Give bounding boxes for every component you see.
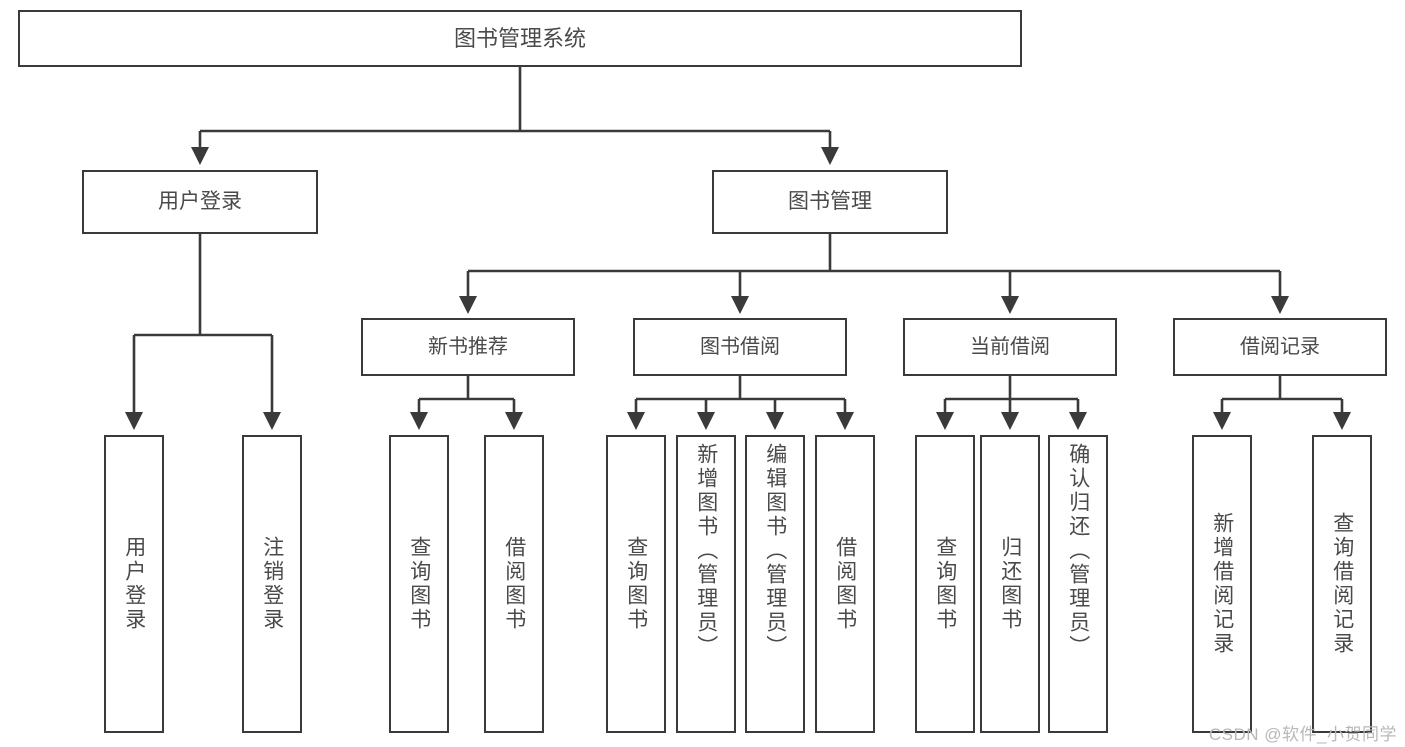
node-label: 用户登录: [122, 536, 146, 632]
node-label: 查询图书: [407, 536, 431, 632]
node-label: 图书借阅: [700, 335, 780, 358]
leaf-new-book-borrow-book[interactable]: 借阅图书: [484, 435, 544, 733]
node-label: 新增借阅记录: [1210, 512, 1234, 656]
node-label: 归还图书: [998, 536, 1022, 632]
node-current-borrowing[interactable]: 当前借阅: [903, 318, 1117, 376]
leaf-user-login-login[interactable]: 用户登录: [104, 435, 164, 733]
node-label: 确认归还（管理员）: [1066, 443, 1090, 659]
node-label: 当前借阅: [970, 335, 1050, 358]
node-user-login[interactable]: 用户登录: [82, 170, 318, 234]
leaf-user-login-logout[interactable]: 注销登录: [242, 435, 302, 733]
node-label: 新增图书（管理员）: [694, 443, 718, 659]
leaf-current-borrow-confirm-return-admin[interactable]: 确认归还（管理员）: [1048, 435, 1108, 733]
leaf-borrow-record-add-record[interactable]: 新增借阅记录: [1192, 435, 1252, 733]
node-label: 编辑图书（管理员）: [763, 443, 787, 659]
leaf-book-borrow-query-book[interactable]: 查询图书: [606, 435, 666, 733]
node-label: 查询图书: [933, 536, 957, 632]
leaf-current-borrow-return-book[interactable]: 归还图书: [980, 435, 1040, 733]
leaf-book-borrow-add-book-admin[interactable]: 新增图书（管理员）: [676, 435, 736, 733]
node-label: 查询图书: [624, 536, 648, 632]
node-new-book-recommendation[interactable]: 新书推荐: [361, 318, 575, 376]
leaf-new-book-query-book[interactable]: 查询图书: [389, 435, 449, 733]
node-label: 注销登录: [260, 536, 284, 632]
leaf-book-borrow-borrow-book[interactable]: 借阅图书: [815, 435, 875, 733]
node-label: 借阅记录: [1240, 335, 1320, 358]
csdn-watermark: CSDN @软件_小贺同学: [1208, 725, 1397, 744]
node-book-borrowing[interactable]: 图书借阅: [633, 318, 847, 376]
node-book-management-system[interactable]: 图书管理系统: [18, 10, 1022, 67]
node-book-management[interactable]: 图书管理: [712, 170, 948, 234]
node-label: 图书管理系统: [453, 25, 586, 51]
node-label: 图书管理: [788, 189, 872, 213]
node-label: 用户登录: [158, 189, 242, 213]
node-label: 新书推荐: [428, 335, 508, 358]
node-label: 查询借阅记录: [1330, 512, 1354, 656]
leaf-borrow-record-query-record[interactable]: 查询借阅记录: [1312, 435, 1372, 733]
node-borrowing-record[interactable]: 借阅记录: [1173, 318, 1387, 376]
node-label: 借阅图书: [502, 536, 526, 632]
leaf-current-borrow-query-book[interactable]: 查询图书: [915, 435, 975, 733]
node-label: 借阅图书: [833, 536, 857, 632]
leaf-book-borrow-edit-book-admin[interactable]: 编辑图书（管理员）: [745, 435, 805, 733]
